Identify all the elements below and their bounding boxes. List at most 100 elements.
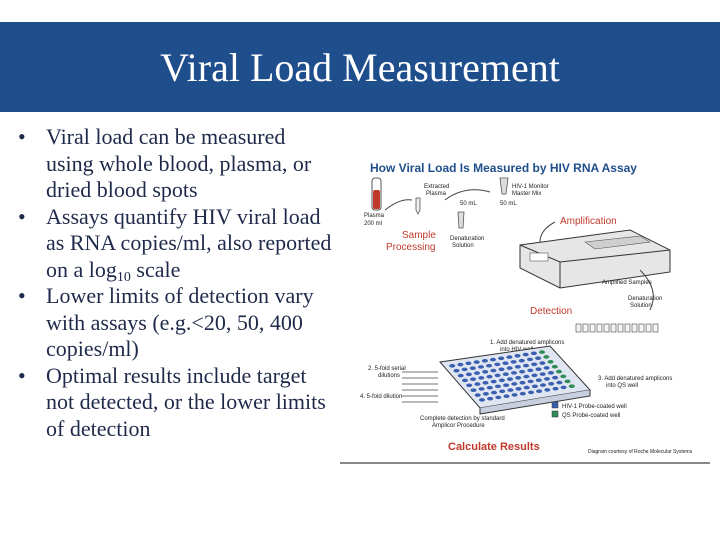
- plate-well: [560, 374, 567, 379]
- plate-well: [490, 357, 496, 362]
- plate-well: [481, 359, 488, 363]
- bullet-item: • Optimal results include target not det…: [18, 363, 336, 443]
- denaturation-label: Denaturation: [628, 296, 662, 302]
- plate-well: [494, 362, 501, 367]
- step2-label: 2. 5-fold serial: [368, 366, 406, 372]
- plate-well: [498, 367, 505, 372]
- bullet-dot: •: [18, 124, 26, 149]
- step3-label: 3. Add denatured amplicons: [598, 376, 672, 382]
- calculate-results-label: Calculate Results: [448, 441, 540, 453]
- sample-processing-label: Sample: [402, 230, 436, 241]
- plate-well: [474, 371, 480, 375]
- plate-well: [478, 365, 484, 369]
- plate-well: [551, 364, 558, 369]
- plate-well: [527, 357, 533, 362]
- bullet-text: Viral load can be measured using whole b…: [46, 124, 312, 202]
- plate-well: [461, 367, 468, 372]
- plate-well: [466, 383, 473, 388]
- plate-wells: [449, 350, 575, 402]
- plate-well: [498, 378, 505, 383]
- plate-well: [498, 356, 505, 361]
- plate-well: [530, 351, 537, 356]
- plate-well: [495, 395, 502, 400]
- plate-well: [470, 377, 477, 381]
- tube-icon: [457, 211, 465, 229]
- plate-well: [547, 371, 554, 375]
- plate-well: [449, 364, 456, 368]
- plate-well: [560, 385, 567, 390]
- title-bar: Viral Load Measurement: [0, 22, 720, 112]
- volume-label-a: 50 mL: [460, 201, 477, 207]
- diagram-title: How Viral Load Is Measured by HIV RNA As…: [370, 161, 637, 175]
- plate-well: [457, 373, 464, 378]
- plate-well: [515, 376, 522, 380]
- plate-well: [462, 378, 468, 383]
- plate-well: [510, 360, 517, 364]
- thermocycler-icon: [519, 229, 671, 289]
- plate-well: [522, 352, 529, 357]
- amplified-samples-label: Amplified Samples: [602, 280, 652, 286]
- legend-qs-label: QS Probe-coated well: [562, 413, 620, 419]
- blood-tube-icon: [371, 177, 382, 211]
- plate-well: [547, 360, 554, 364]
- plate-well: [506, 366, 513, 370]
- bullet-list: • Viral load can be measured using whole…: [18, 124, 336, 442]
- plate-well: [502, 361, 509, 365]
- plate-well: [535, 356, 542, 360]
- legend-swatch-hiv: [551, 401, 559, 409]
- plate-well: [523, 374, 530, 379]
- plate-well: [523, 363, 529, 368]
- plate-well: [490, 368, 497, 373]
- plate-well: [535, 367, 542, 371]
- plate-well: [519, 380, 526, 385]
- plate-well: [511, 371, 517, 375]
- plate-well: [473, 360, 480, 364]
- step3-label-2: into QS well: [606, 383, 638, 389]
- step4-label: 4. 5-fold dilution: [360, 394, 402, 400]
- plate-well: [514, 354, 521, 358]
- plate-well: [474, 382, 481, 386]
- bullet-subscript: 10: [116, 269, 131, 285]
- plate-well: [511, 393, 518, 397]
- plate-well: [543, 355, 550, 359]
- assay-diagram: How Viral Load Is Measured by HIV RNA As…: [340, 150, 710, 465]
- mix-label-2: Solution: [452, 243, 474, 249]
- plate-well: [536, 389, 543, 393]
- plate-well: [507, 388, 514, 392]
- plate-well: [503, 383, 510, 387]
- bullet-dot: •: [18, 203, 26, 229]
- plate-well: [518, 358, 525, 363]
- sample-processing-label-2: Processing: [386, 242, 435, 253]
- plate-well: [515, 387, 522, 391]
- plate-well: [544, 388, 551, 392]
- credit-label: Diagram courtesy of Roche Molecular Syst…: [588, 449, 693, 455]
- plate-well: [482, 392, 489, 396]
- vial-icon: [499, 177, 509, 195]
- plate-well: [506, 355, 513, 359]
- plate-well: [486, 363, 493, 368]
- legend-swatch-qs: [551, 410, 559, 418]
- plate-well: [543, 366, 550, 370]
- plate-well: [539, 372, 546, 376]
- bullet-item: • Viral load can be measured using whole…: [18, 124, 336, 204]
- plate-well: [511, 382, 518, 386]
- bullet-text: Assays quantify HIV viral load as RNA co…: [46, 203, 332, 282]
- plate-well: [453, 368, 460, 373]
- slide-title: Viral Load Measurement: [160, 44, 560, 90]
- plate-well: [494, 373, 501, 378]
- arrow-icon: [444, 189, 491, 201]
- color-detection-label: Complete detection by standard: [420, 416, 505, 422]
- plate-well: [527, 379, 534, 384]
- step1-label: 1. Add denatured amplicons: [490, 340, 564, 346]
- plate-well: [507, 377, 513, 381]
- plate-well: [491, 390, 497, 395]
- master-mix-label: HIV-1 Monitor: [512, 184, 549, 190]
- plate-well: [479, 398, 485, 402]
- plate-well: [474, 393, 481, 397]
- plate-well: [519, 369, 526, 374]
- plate-well: [465, 372, 472, 377]
- plate-well: [514, 365, 521, 369]
- bullet-text-suffix: scale: [130, 256, 181, 282]
- plate-well: [544, 377, 550, 381]
- step2-label-2: dilutions: [378, 373, 400, 379]
